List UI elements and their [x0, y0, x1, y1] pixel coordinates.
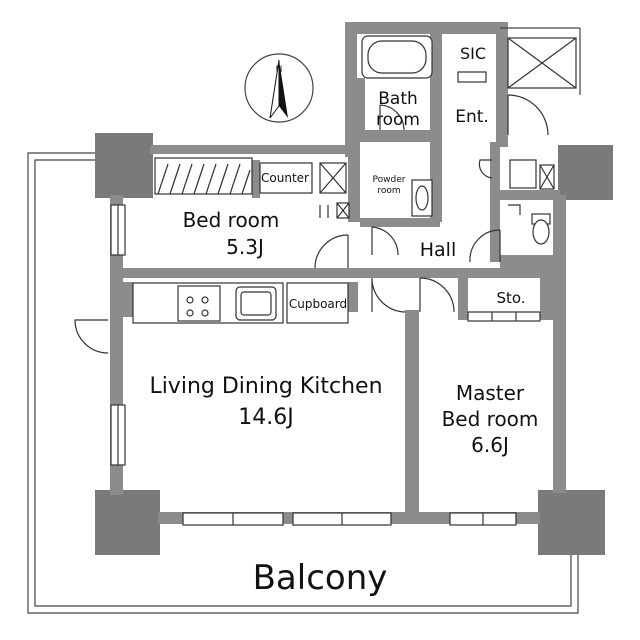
bedroom-label: Bed room: [183, 208, 280, 232]
counter: [259, 162, 313, 194]
balcony-label: Balcony: [253, 558, 388, 598]
master-size: 6.6J: [471, 433, 509, 457]
doors: [74, 94, 549, 354]
entrance-label: Ent.: [455, 107, 489, 127]
master-label-1: Master: [456, 381, 525, 405]
master-label-2: Bed room: [442, 407, 539, 431]
ldk-size: 14.6J: [238, 405, 293, 430]
balcony-outline: [27, 152, 579, 614]
bath-label-2: room: [376, 110, 420, 130]
shoe-box: [509, 159, 537, 189]
shaft: [500, 27, 581, 95]
bathtub: [361, 35, 433, 79]
compass: N: [244, 53, 314, 123]
compass-north-label: N: [276, 65, 283, 75]
toilet: [531, 213, 551, 245]
washbasin: [411, 179, 433, 217]
windows: [110, 204, 517, 526]
ldk-label: Living Dining Kitchen: [149, 374, 382, 399]
cupboard-label: Cupboard: [289, 297, 347, 311]
hall-label: Hall: [420, 239, 457, 261]
kitchen-counter: [132, 282, 284, 324]
bedroom-size: 5.3J: [226, 235, 264, 259]
pillar-top-left: [95, 133, 153, 198]
sic-label: SIC: [460, 44, 486, 63]
sic-shelf: [457, 71, 487, 83]
powder-label-1: Powder: [373, 175, 406, 185]
pillar-bottom-left: [95, 490, 160, 555]
powder-label-2: room: [377, 186, 400, 196]
counter-label: Counter: [261, 171, 309, 185]
cupboard: [286, 282, 349, 324]
storage-label: Sto.: [496, 289, 525, 307]
pillar-top-right: [558, 145, 613, 200]
bath-label-1: Bath: [378, 89, 418, 109]
storage-shelf: [467, 311, 541, 322]
pillar-bottom-right: [538, 490, 605, 555]
bedroom-closet: [154, 157, 253, 195]
